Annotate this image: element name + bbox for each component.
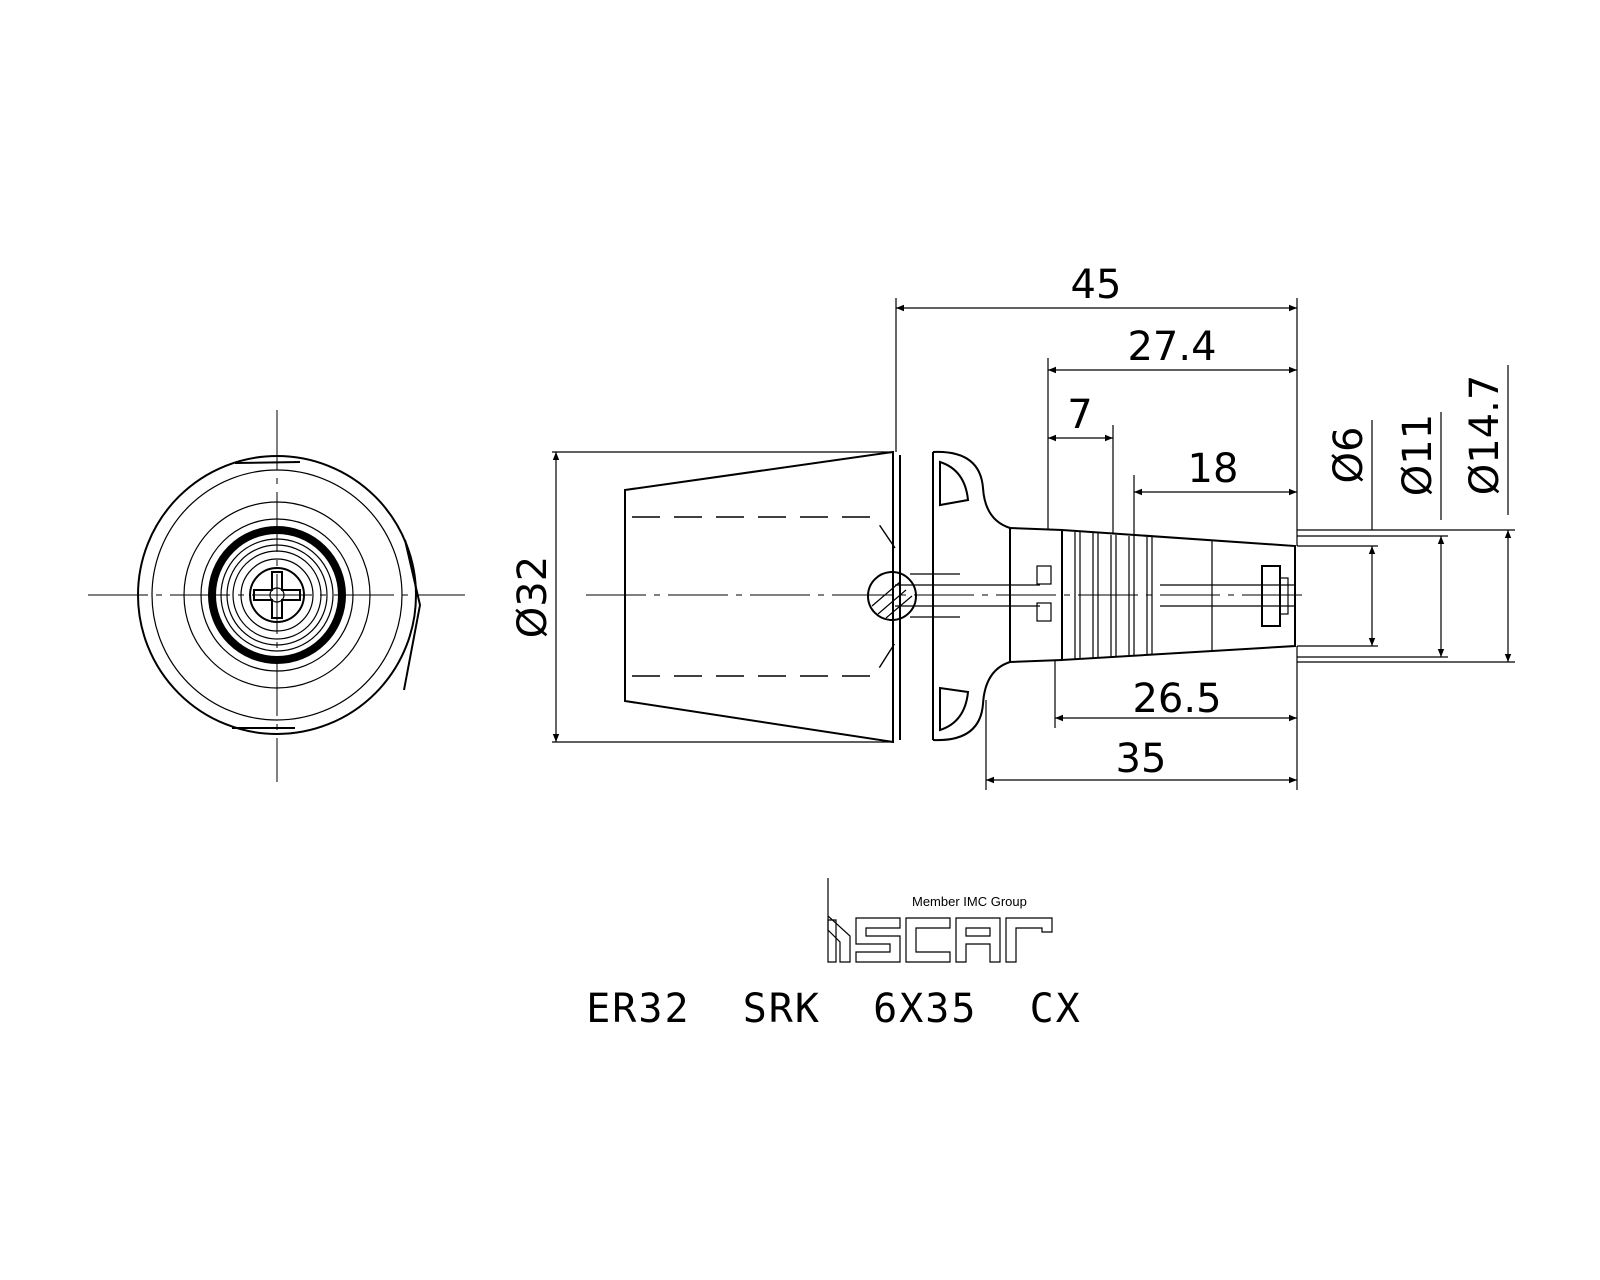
bore-ring-3	[232, 550, 322, 640]
ball-pin	[867, 571, 917, 621]
dim-label-7: 7	[1067, 392, 1092, 438]
part-number: ER32 SRK 6X35 CX	[586, 986, 1082, 1032]
dim-label-dia32: Ø32	[510, 556, 556, 638]
bore-center-circle	[249, 567, 305, 623]
dim-label-dia14-7: Ø14.7	[1462, 375, 1508, 496]
side-view	[586, 450, 1310, 744]
hidden-bore	[632, 516, 896, 677]
logo-wordmark	[827, 878, 1053, 963]
extension-lines	[895, 298, 1298, 790]
slot-lower	[1036, 602, 1052, 622]
dim-label-26-5: 26.5	[1132, 676, 1221, 722]
dia-right-extensions	[1297, 529, 1515, 663]
tip-insert	[1261, 565, 1281, 627]
shank-neck	[1009, 527, 1063, 663]
collet-face-circle	[183, 501, 371, 689]
dia32-extensions	[552, 451, 893, 743]
dim-label-dia6: Ø6	[1326, 427, 1372, 484]
thread-rings	[1074, 532, 1213, 659]
iscar-logo: Member IMC Group	[827, 878, 1053, 963]
tip-cap	[1279, 577, 1289, 615]
cone-bore-lines	[1160, 584, 1295, 607]
bore-ring-2	[226, 544, 328, 646]
dim-label-dia11: Ø11	[1395, 414, 1441, 496]
dimensions: 45 27.4 7 18 26.5 35 Ø32 Ø6 Ø11 Ø14.7	[510, 262, 1515, 790]
outer-nut-circle	[137, 455, 417, 735]
dim-label-18: 18	[1188, 446, 1239, 492]
center-point	[269, 587, 285, 603]
bore-ring-4	[240, 558, 314, 632]
nut-inner-circle	[151, 469, 403, 721]
dim-label-35: 35	[1116, 736, 1167, 782]
front-view	[88, 410, 465, 782]
dim-label-45: 45	[1071, 262, 1122, 308]
collet-inner-circle	[200, 518, 354, 672]
flange-profile	[932, 450, 1011, 742]
nut-flats	[232, 461, 422, 729]
bore-ring-1	[220, 538, 334, 652]
bore-ring-outer	[208, 526, 346, 664]
flange-chamfers	[939, 460, 970, 732]
threaded-cone	[1061, 528, 1296, 662]
logo-tagline: Member IMC Group	[912, 894, 1027, 909]
dim-label-27-4: 27.4	[1127, 324, 1216, 370]
ball-hatch	[871, 581, 913, 619]
internal-lines	[895, 573, 1040, 618]
collet-body	[624, 450, 894, 744]
slot-upper	[1036, 565, 1052, 585]
